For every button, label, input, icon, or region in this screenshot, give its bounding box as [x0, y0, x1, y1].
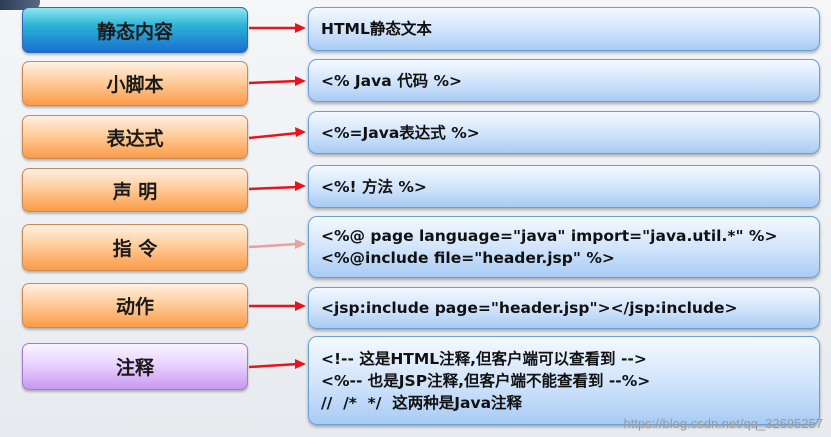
- content-declaration: <%! 方法 %>: [308, 165, 820, 208]
- content-line: HTML静态文本: [321, 20, 432, 38]
- arrow-expression: [248, 127, 306, 140]
- content-line: <%@include file="header.jsp" %>: [321, 249, 615, 267]
- corner-decoration: [0, 0, 40, 10]
- content-action: <jsp:include page="header.jsp"></jsp:inc…: [308, 287, 820, 329]
- content-static-content: HTML静态文本: [308, 7, 820, 51]
- arrow-declaration: [248, 181, 306, 191]
- label-action: 动作: [22, 283, 248, 328]
- watermark: https://blog.csdn.net/qq_32695257: [623, 416, 824, 431]
- label-directive: 指 令: [22, 224, 248, 271]
- label-scriptlet: 小脚本: [22, 61, 248, 106]
- label-directive-text: 指 令: [112, 238, 158, 260]
- label-action-text: 动作: [115, 296, 154, 318]
- content-line: <!-- 这是HTML注释,但客户端可以查看到 -->: [321, 349, 647, 368]
- label-comment: 注释: [22, 343, 248, 390]
- label-static-content: 静态内容: [22, 7, 248, 53]
- label-scriptlet-text: 小脚本: [106, 74, 164, 96]
- arrow-comment: [248, 359, 306, 369]
- content-comment: <!-- 这是HTML注释,但客户端可以查看到 --> <%-- 也是JSP注释…: [308, 336, 820, 425]
- content-line: <%! 方法 %>: [321, 177, 427, 196]
- arrow-directive: [248, 239, 306, 249]
- content-line: <%-- 也是JSP注释,但客户端不能查看到 --%>: [321, 371, 651, 390]
- label-static-content-text: 静态内容: [96, 20, 173, 43]
- content-directive: <%@ page language="java" import="java.ut…: [308, 216, 820, 278]
- arrow-static-content: [249, 23, 306, 33]
- label-declaration: 声 明: [22, 168, 248, 212]
- content-scriptlet: <% Java 代码 %>: [308, 59, 820, 102]
- content-line: <%@ page language="java" import="java.ut…: [321, 227, 778, 245]
- label-expression: 表达式: [22, 115, 248, 159]
- content-expression: <%=Java表达式 %>: [308, 111, 820, 154]
- label-expression-text: 表达式: [106, 127, 164, 150]
- label-declaration-text: 声 明: [112, 180, 158, 203]
- content-line: <jsp:include page="header.jsp"></jsp:inc…: [321, 299, 738, 317]
- content-line: <% Java 代码 %>: [321, 71, 463, 90]
- label-comment-text: 注释: [115, 357, 154, 379]
- content-line: <%=Java表达式 %>: [321, 123, 480, 142]
- content-line: // /* */ 这两种是Java注释: [321, 393, 523, 412]
- arrow-scriptlet: [248, 76, 306, 86]
- arrow-action: [249, 301, 306, 311]
